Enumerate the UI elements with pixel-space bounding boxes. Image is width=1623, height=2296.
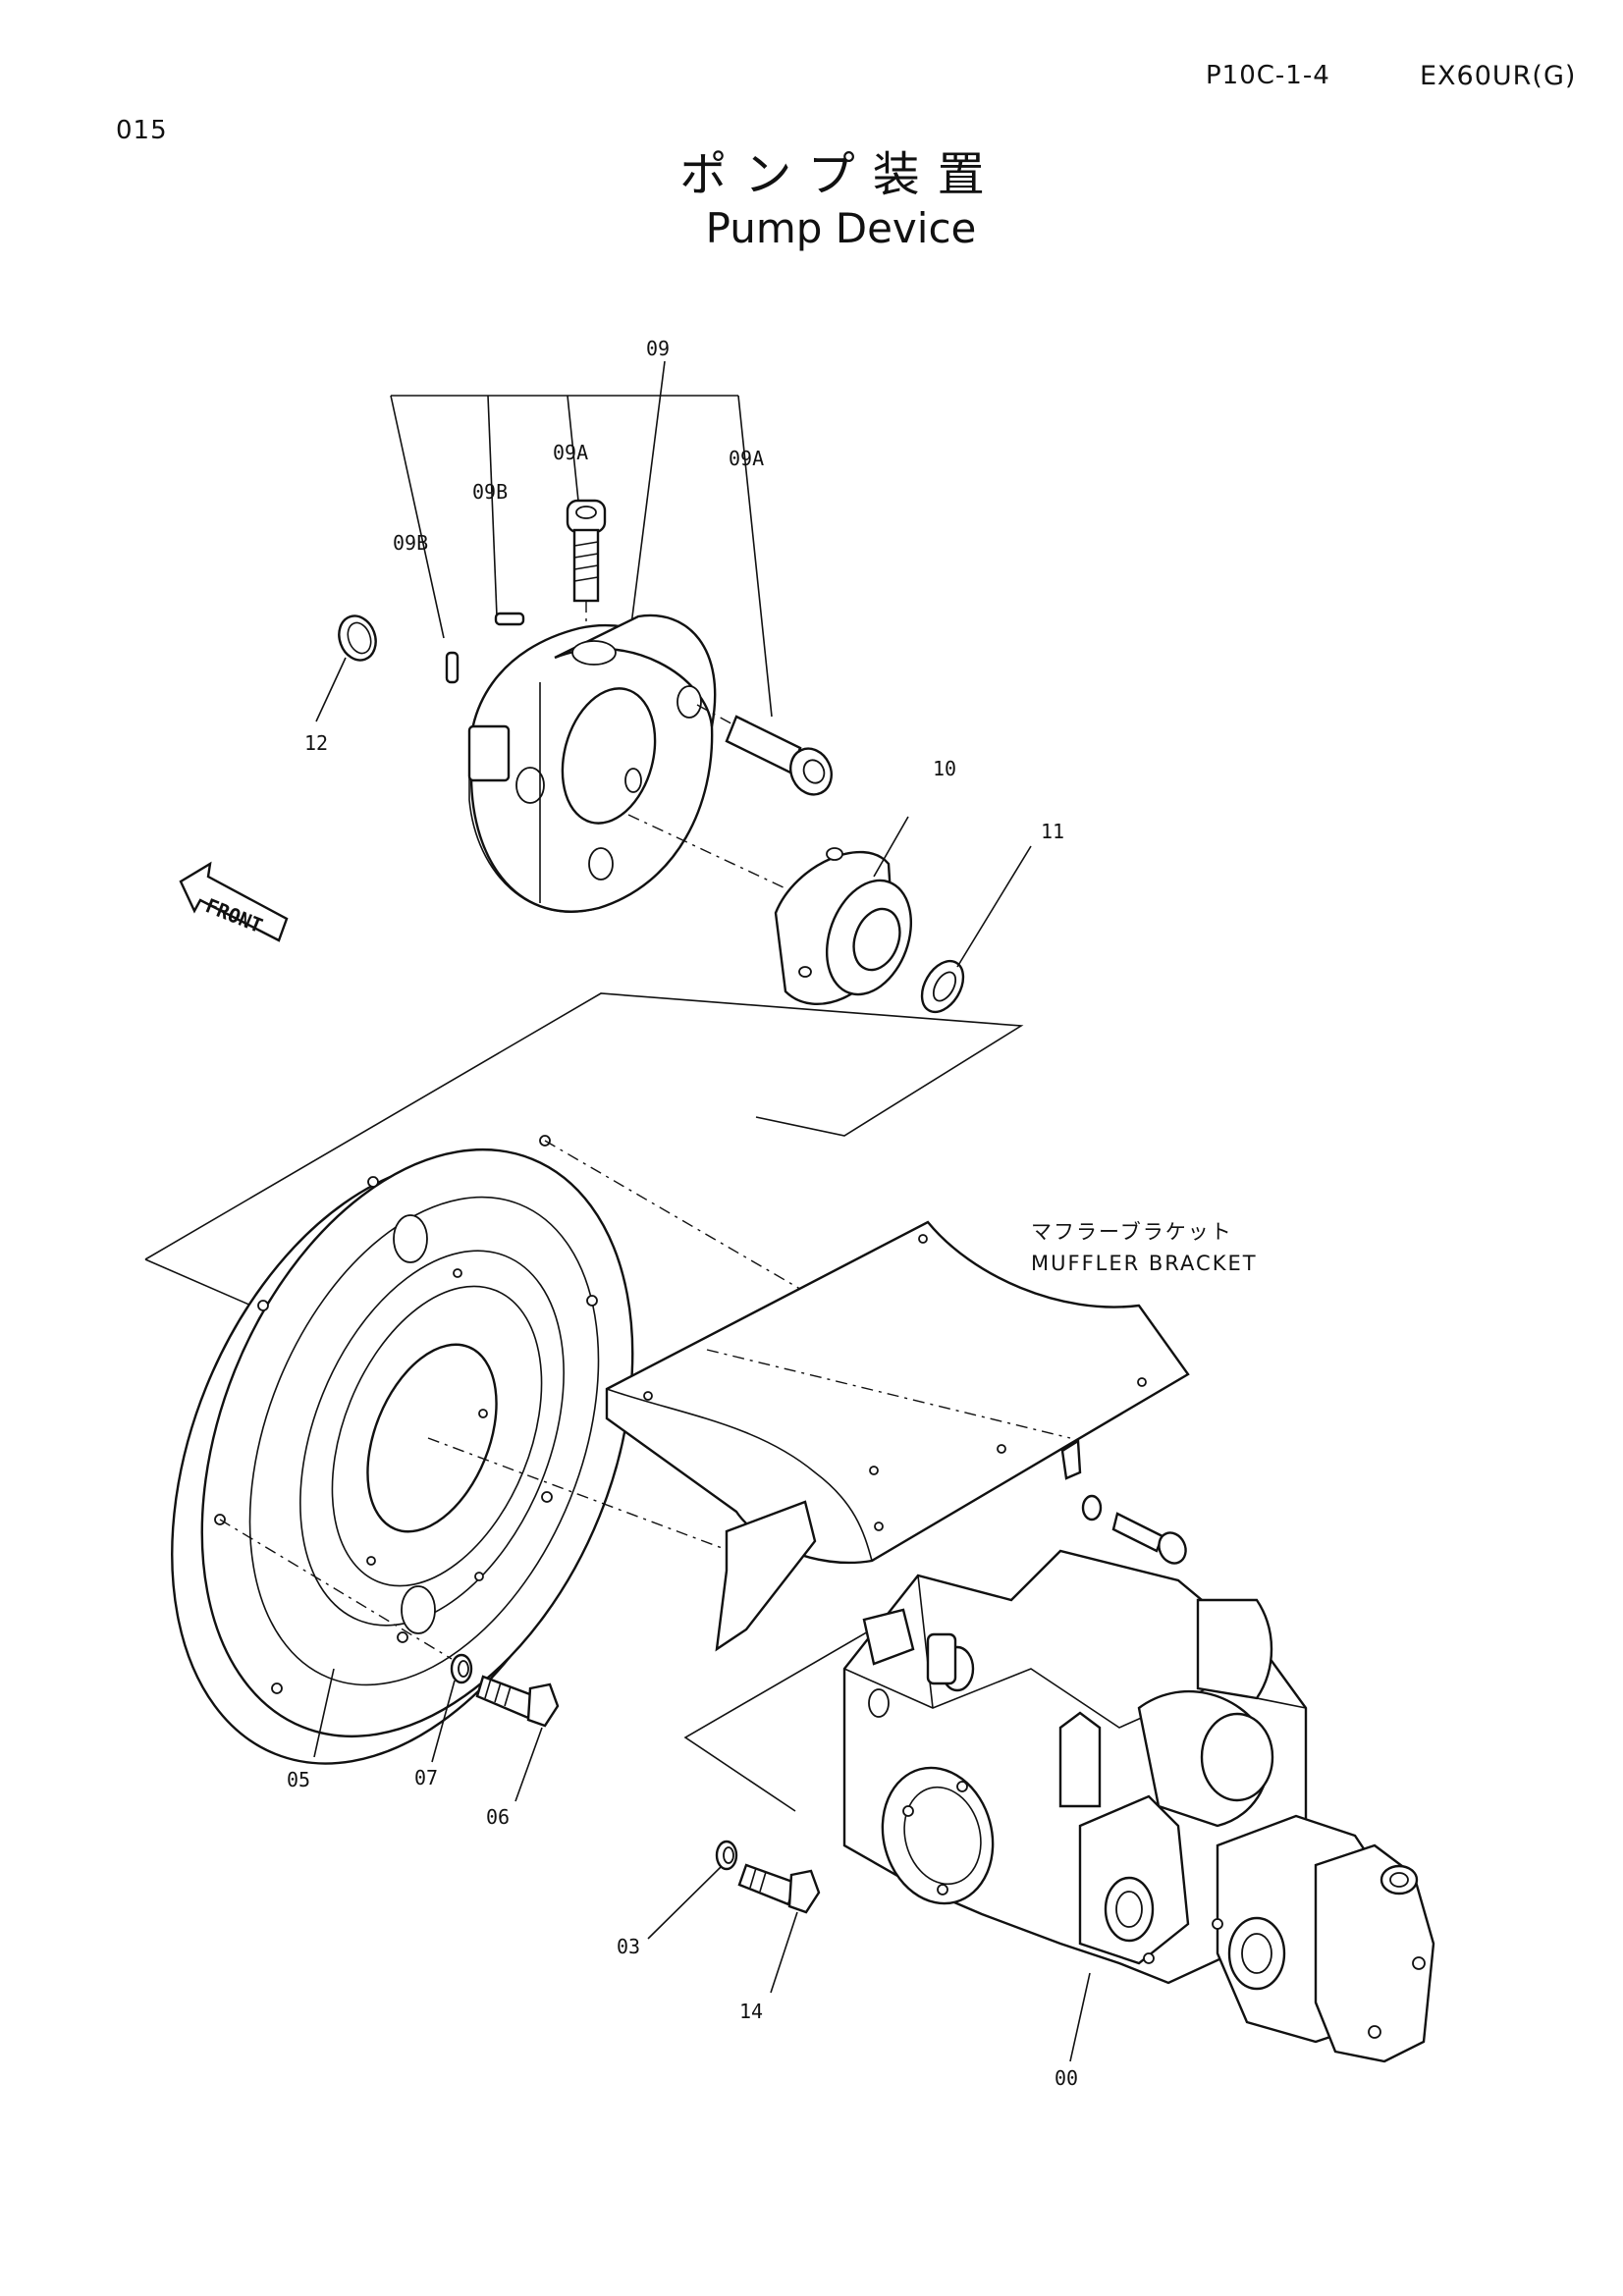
bolt-14 xyxy=(737,1863,821,1994)
part-label-09: 09 xyxy=(646,337,670,360)
pin-09B xyxy=(445,612,525,684)
part-label-11: 11 xyxy=(1041,820,1064,843)
page-title-japanese: ポンプ装置 xyxy=(679,147,1002,202)
coupling-hub-09 xyxy=(467,614,717,913)
part-label-06: 06 xyxy=(486,1805,510,1829)
part-label-09B-second: 09B xyxy=(393,531,428,555)
front-direction-arrow: FRONT xyxy=(179,861,289,942)
muffler-bracket xyxy=(605,1220,1190,1652)
part-label-00: 00 xyxy=(1055,2066,1078,2090)
reference-plane-upper xyxy=(144,992,1024,1260)
washer-03 xyxy=(647,1840,738,1940)
page-code: 015 xyxy=(116,116,168,145)
part-label-09A-second: 09A xyxy=(729,447,764,470)
part-label-12: 12 xyxy=(304,731,328,755)
hydraulic-pump-00 xyxy=(842,1549,1435,2063)
model-name: EX60UR(G) xyxy=(1420,61,1577,91)
snap-ring-12 xyxy=(315,614,377,722)
part-label-09A: 09A xyxy=(553,441,588,464)
part-label-09B: 09B xyxy=(472,480,508,504)
socket-screw-09A xyxy=(566,499,607,653)
part-label-05: 05 xyxy=(287,1768,310,1791)
coupling-sleeve-10 xyxy=(627,814,913,1005)
bolt-06 xyxy=(475,1675,560,1802)
washer-07 xyxy=(431,1653,473,1763)
part-label-03: 03 xyxy=(617,1935,640,1958)
reference-plane-lower xyxy=(683,1619,890,1812)
part-label-14: 14 xyxy=(739,2000,763,2023)
page-title-english: Pump Device xyxy=(705,204,977,252)
part-label-07: 07 xyxy=(414,1766,438,1789)
socket-screw-09A-horizontal xyxy=(696,704,833,796)
section-ref: P10C-1-4 xyxy=(1206,61,1330,90)
part-09-leader-lines xyxy=(390,360,773,718)
muffler-bracket-label-english: MUFFLER BRACKET xyxy=(1031,1252,1258,1275)
bracket-bolt xyxy=(1081,1494,1187,1565)
muffler-bracket-label-japanese: マフラーブラケット xyxy=(1031,1220,1233,1244)
part-label-10: 10 xyxy=(933,757,956,780)
snap-ring-11 xyxy=(920,845,1032,1014)
flywheel-housing-05 xyxy=(144,1135,1066,1765)
